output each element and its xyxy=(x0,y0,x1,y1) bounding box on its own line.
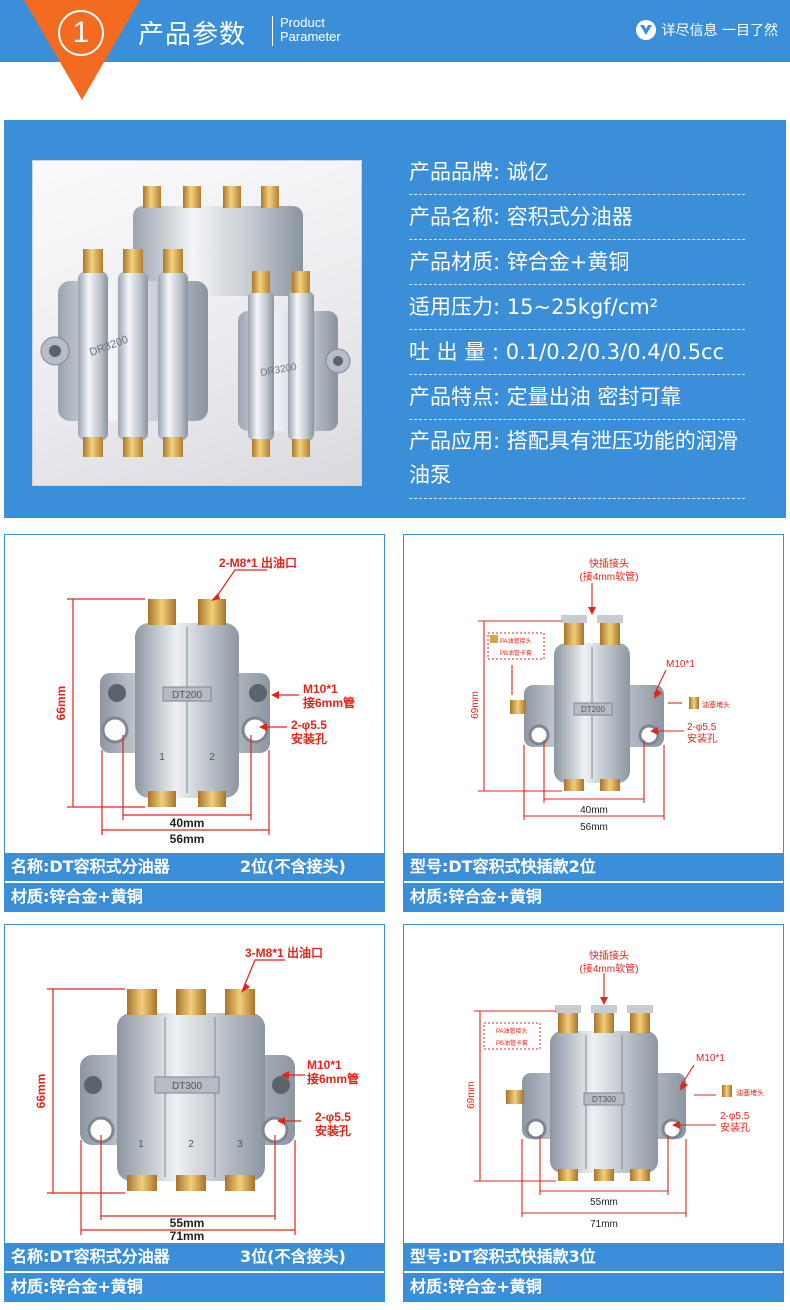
inlet-callout-1: M10*1 xyxy=(303,682,338,696)
mount-hole-callout-2: 安装孔 xyxy=(315,1123,351,1138)
param-output: 吐 出 量 : 0.1/0.2/0.3/0.4/0.5cc xyxy=(409,330,745,375)
mount-hole-callout-1: 2-φ5.5 xyxy=(720,1111,750,1122)
outer-width-dimension: 56mm xyxy=(170,832,205,846)
port-2-label: 2 xyxy=(188,1139,194,1150)
param-application: 产品应用: 搭配具有泄压功能的润滑油泵 xyxy=(409,420,745,499)
outlet-callout: 2-M8*1 出油口 xyxy=(219,555,297,570)
mount-hole-callout-1: 2-φ5.5 xyxy=(687,722,717,733)
quick-plug-callout-1: 快插接头 xyxy=(589,557,629,570)
mount-hole-callout-2: 安装孔 xyxy=(720,1121,750,1134)
outer-width-dimension: 71mm xyxy=(170,1229,205,1241)
product-name-bar: 型号:DT容积式快插款3位 xyxy=(404,1243,783,1271)
parameter-list: 产品品牌: 诚亿 产品名称: 容积式分油器 产品材质: 锌合金+黄铜 适用压力:… xyxy=(409,150,745,499)
material-bar: 材质:锌合金+黄铜 xyxy=(404,1273,783,1301)
material-bar: 材质:锌合金+黄铜 xyxy=(5,883,384,911)
inner-width-dimension: 40mm xyxy=(580,805,608,816)
spec-card-dt300: DT300 1 2 3 6 xyxy=(4,924,385,1302)
port-2-label: 2 xyxy=(209,752,215,763)
inlet-callout: M10*1 xyxy=(666,659,695,670)
check-shield-icon xyxy=(635,20,656,40)
model-label: DT300 xyxy=(592,1095,617,1104)
mount-hole-callout-1: 2-φ5.5 xyxy=(315,1110,351,1124)
tagline: 详尽信息 一目了然 xyxy=(635,20,778,40)
outlet-callout: 3-M8*1 出油口 xyxy=(245,945,323,960)
section-title: 产品参数 xyxy=(138,20,247,50)
product-name-bar: 型号:DT容积式快插款2位 xyxy=(404,853,783,881)
inner-width-dimension: 55mm xyxy=(590,1197,618,1208)
param-pressure: 适用压力: 15~25kgf/cm² xyxy=(409,285,745,330)
spec-card-dt200: DT200 1 2 66 xyxy=(4,534,385,912)
title-divider xyxy=(272,16,273,46)
section-title-english: Product Parameter xyxy=(280,15,341,44)
quick-plug-callout-1: 快插接头 xyxy=(589,949,629,962)
model-label: DT200 xyxy=(172,690,202,701)
product-photo: DR3200 DR3200 xyxy=(32,160,362,486)
dimension-drawing: DT200 1 2 66 xyxy=(5,535,384,851)
mount-hole-callout-1: 2-φ5.5 xyxy=(291,718,327,732)
mount-hole-callout-2: 安装孔 xyxy=(687,732,717,745)
param-name: 产品名称: 容积式分油器 xyxy=(409,195,745,240)
height-dimension: 69mm xyxy=(466,1081,477,1109)
pb-fitting-label: PB油管卡套 xyxy=(500,649,532,657)
inner-width-dimension: 55mm xyxy=(170,1216,205,1230)
port-1-label: 1 xyxy=(159,752,165,763)
plug-callout: 油塞堵头 xyxy=(736,1088,764,1097)
material-bar: 材质:锌合金+黄铜 xyxy=(5,1273,384,1301)
port-3-label: 3 xyxy=(237,1139,243,1150)
product-parameters-panel: DR3200 DR3200 产品品牌: 诚亿 产品名称: 容积式分油器 产品材质… xyxy=(4,120,786,518)
pa-fitting-label: PA油管接头 xyxy=(496,1027,528,1035)
pa-fitting-label: PA油管接头 xyxy=(500,637,532,645)
port-1-label: 1 xyxy=(138,1139,144,1150)
height-dimension: 69mm xyxy=(470,691,481,719)
mount-hole-callout-2: 安装孔 xyxy=(291,731,327,746)
dimension-drawing: DT300 69 xyxy=(404,925,783,1241)
section-number: 1 xyxy=(58,10,104,56)
product-name-bar: 名称:DT容积式分油器 3位(不含接头) xyxy=(5,1243,384,1271)
param-brand: 产品品牌: 诚亿 xyxy=(409,150,745,195)
model-label: DT200 xyxy=(581,705,606,714)
quick-plug-callout-2: (接4mm软管) xyxy=(580,570,639,583)
material-bar: 材质:锌合金+黄铜 xyxy=(404,883,783,911)
section-header: 1 产品参数 Product Parameter 详尽信息 一目了然 xyxy=(0,0,790,100)
quick-plug-callout-2: (接4mm软管) xyxy=(580,962,639,975)
param-material: 产品材质: 锌合金+黄铜 xyxy=(409,240,745,285)
dimension-drawing: DT200 xyxy=(404,535,783,851)
spec-card-dt300-quick: DT300 69 xyxy=(403,924,784,1302)
inlet-callout-1: M10*1 xyxy=(307,1058,342,1072)
inner-width-dimension: 40mm xyxy=(170,816,205,830)
outer-width-dimension: 71mm xyxy=(590,1219,618,1230)
inlet-callout-2: 接6mm管 xyxy=(307,1071,359,1086)
param-feature: 产品特点: 定量出油 密封可靠 xyxy=(409,375,745,420)
spec-card-dt200-quick: DT200 xyxy=(403,534,784,912)
inlet-callout: M10*1 xyxy=(696,1053,725,1064)
height-dimension: 66mm xyxy=(54,686,68,721)
model-label: DT300 xyxy=(172,1081,202,1092)
product-name-bar: 名称:DT容积式分油器 2位(不含接头) xyxy=(5,853,384,881)
inlet-callout-2: 接6mm管 xyxy=(303,695,355,710)
pb-fitting-label: PB油管卡套 xyxy=(496,1039,528,1047)
height-dimension: 66mm xyxy=(34,1074,48,1109)
dimension-drawing: DT300 1 2 3 6 xyxy=(5,925,384,1243)
plug-callout: 油塞堵头 xyxy=(702,700,730,709)
outer-width-dimension: 56mm xyxy=(580,822,608,833)
